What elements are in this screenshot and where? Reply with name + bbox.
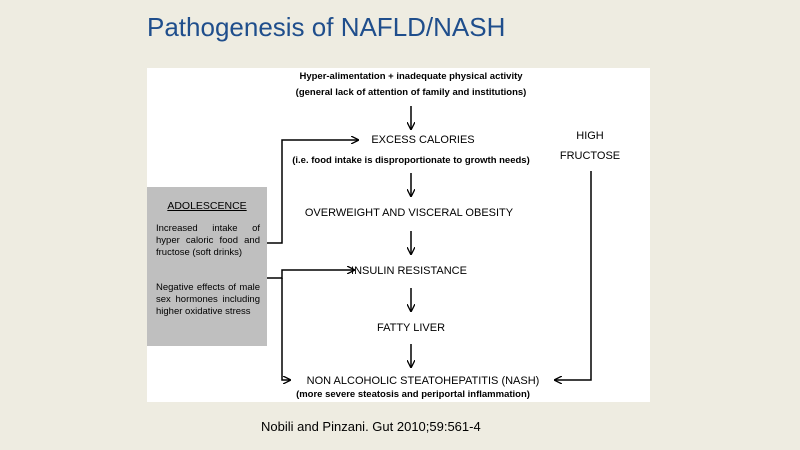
arrow-adolescence-to-insulin [267, 270, 354, 279]
arrow-adolescence-to-nash [281, 278, 290, 380]
slide-title: Pathogenesis of NAFLD/NASH [147, 12, 506, 42]
node-fatty-liver: FATTY LIVER [376, 322, 446, 334]
high-fructose-line-2: FRUCTOSE [559, 150, 621, 162]
node-nash: NON ALCOHOLIC STEATOHEPATITIS (NASH) [306, 375, 540, 387]
node-excess-calories: EXCESS CALORIES [371, 134, 475, 146]
adolescence-title: ADOLESCENCE [167, 200, 247, 212]
adolescence-box: ADOLESCENCE Increased intake of hyper ca… [147, 187, 267, 346]
adolescence-point-1: Increased intake of hyper caloric food a… [156, 223, 260, 258]
citation: Nobili and Pinzani. Gut 2010;59:561-4 [261, 419, 481, 434]
node-overweight: OVERWEIGHT AND VISCERAL OBESITY [304, 207, 514, 219]
top-line-1: Hyper-alimentation + inadequate physical… [299, 71, 523, 82]
top-line-2: (general lack of attention of family and… [295, 87, 527, 98]
diagram-connectors [267, 106, 592, 402]
arrow-adolescence-to-calories [267, 140, 358, 244]
node-insulin-resistance: INSULIN RESISTANCE [351, 265, 467, 277]
high-fructose-line-1: HIGH [576, 130, 604, 142]
node-nash-note: (more severe steatosis and periportal in… [296, 389, 530, 400]
diagram-panel: Hyper-alimentation + inadequate physical… [147, 68, 650, 402]
arrow-fructose-to-nash [555, 171, 592, 380]
adolescence-point-2: Negative effects of male sex hormones in… [156, 282, 260, 317]
node-excess-calories-note: (i.e. food intake is disproportionate to… [292, 155, 530, 166]
